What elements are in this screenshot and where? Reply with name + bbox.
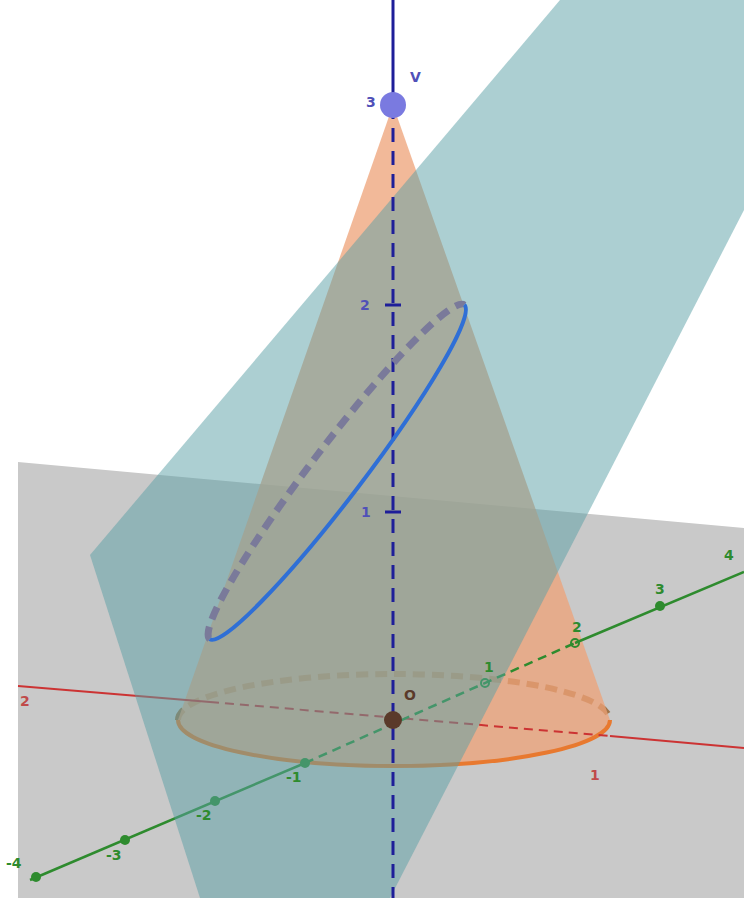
axis-number: 4 — [724, 548, 734, 562]
axis-number: 1 — [590, 768, 600, 782]
y-axis — [575, 572, 744, 643]
vertex-point — [380, 92, 406, 118]
x-axis — [610, 736, 744, 748]
axis-number: -1 — [286, 770, 302, 784]
axis-number: -4 — [6, 856, 22, 870]
axis-number: 3 — [366, 95, 376, 109]
point-label: O — [404, 688, 416, 702]
axis-number: -3 — [106, 848, 122, 862]
axis-number: 2 — [572, 620, 582, 634]
axis-number: 1 — [361, 505, 371, 519]
axis-number: 3 — [655, 582, 665, 596]
axis-number: 2 — [360, 298, 370, 312]
z-axis — [392, 0, 395, 105]
axis-number: 2 — [20, 694, 30, 708]
origin-point — [384, 711, 402, 729]
axis-number: 1 — [484, 660, 494, 674]
point-label: V — [410, 70, 421, 84]
axis-number: -2 — [196, 808, 212, 822]
z-axis-ticks — [385, 305, 401, 512]
cutting-plane — [90, 0, 744, 898]
section-ellipse — [189, 289, 485, 655]
z-axis-hidden — [392, 105, 395, 898]
